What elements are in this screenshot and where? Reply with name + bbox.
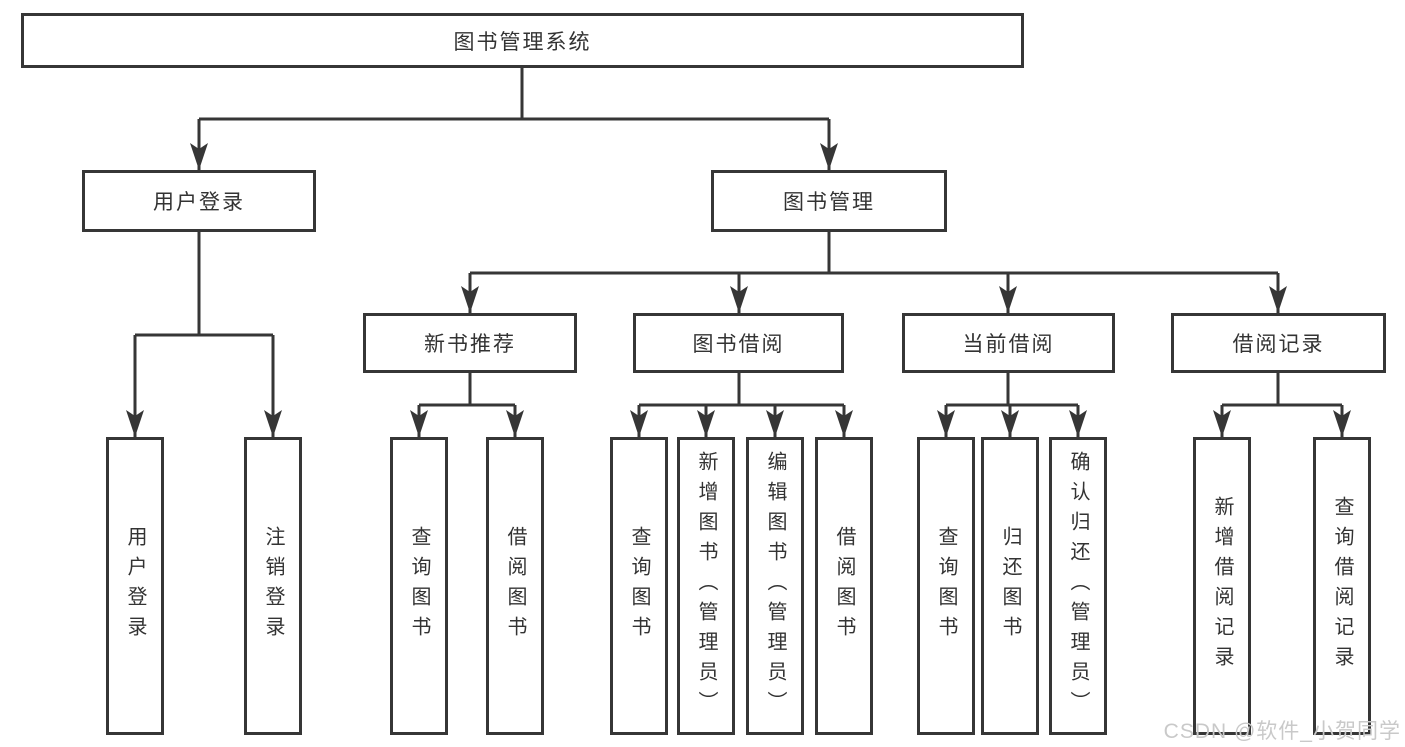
connector-book-borrow-to-leaves xyxy=(630,373,853,437)
leaf-add-borrow-record: 新增借阅记录 xyxy=(1193,437,1251,735)
leaf-label: 查询图书 xyxy=(935,526,957,646)
node-label: 图书管理系统 xyxy=(453,30,592,54)
node-label: 用户登录 xyxy=(153,191,245,214)
leaf-borrow-books-recommend: 借阅图书 xyxy=(486,437,544,735)
connector-user-login-to-leaves xyxy=(126,232,282,437)
node-book-borrowing: 图书借阅 xyxy=(633,313,844,373)
node-current-borrowing: 当前借阅 xyxy=(902,313,1115,373)
connector-borrow-records-to-leaves xyxy=(1213,373,1351,437)
leaf-label: 查询借阅记录 xyxy=(1331,496,1353,676)
leaf-add-books-admin: 新增图书（管理员） xyxy=(677,437,735,735)
node-book-management: 图书管理 xyxy=(711,170,947,232)
leaf-label: 新增借阅记录 xyxy=(1211,496,1233,676)
leaf-confirm-return-admin: 确认归还（管理员） xyxy=(1049,437,1107,735)
node-label: 新书推荐 xyxy=(424,333,516,356)
node-borrowing-records: 借阅记录 xyxy=(1171,313,1386,373)
leaf-label: 归还图书 xyxy=(999,526,1021,646)
node-root-system: 图书管理系统 xyxy=(21,13,1024,68)
leaf-query-books-recommend: 查询图书 xyxy=(390,437,448,735)
leaf-label: 查询图书 xyxy=(408,526,430,646)
leaf-label: 用户登录 xyxy=(124,526,146,646)
leaf-label: 查询图书 xyxy=(628,526,650,646)
node-new-book-recommend: 新书推荐 xyxy=(363,313,577,373)
leaf-label: 注销登录 xyxy=(262,526,284,646)
node-user-login: 用户登录 xyxy=(82,170,316,232)
leaf-label: 借阅图书 xyxy=(504,526,526,646)
leaf-label: 借阅图书 xyxy=(833,526,855,646)
leaf-return-books: 归还图书 xyxy=(981,437,1039,735)
leaf-edit-books-admin: 编辑图书（管理员） xyxy=(746,437,804,735)
leaf-logout: 注销登录 xyxy=(244,437,302,735)
leaf-query-borrow-record: 查询借阅记录 xyxy=(1313,437,1371,735)
leaf-query-books-current: 查询图书 xyxy=(917,437,975,735)
node-label: 当前借阅 xyxy=(962,333,1055,356)
leaf-label: 编辑图书（管理员） xyxy=(764,451,786,721)
connector-current-borrow-to-leaves xyxy=(937,373,1087,437)
leaf-query-books-borrowing: 查询图书 xyxy=(610,437,668,735)
leaf-user-login: 用户登录 xyxy=(106,437,164,735)
connector-root-to-level2 xyxy=(190,68,838,170)
leaf-label: 新增图书（管理员） xyxy=(695,451,717,721)
leaf-borrow-books: 借阅图书 xyxy=(815,437,873,735)
connector-new-book-rec-to-leaves xyxy=(410,373,524,437)
leaf-label: 确认归还（管理员） xyxy=(1067,451,1089,721)
connector-book-mgmt-to-level3 xyxy=(461,232,1287,313)
node-label: 图书管理 xyxy=(783,191,875,214)
node-label: 借阅记录 xyxy=(1232,333,1325,356)
node-label: 图书借阅 xyxy=(692,333,785,356)
